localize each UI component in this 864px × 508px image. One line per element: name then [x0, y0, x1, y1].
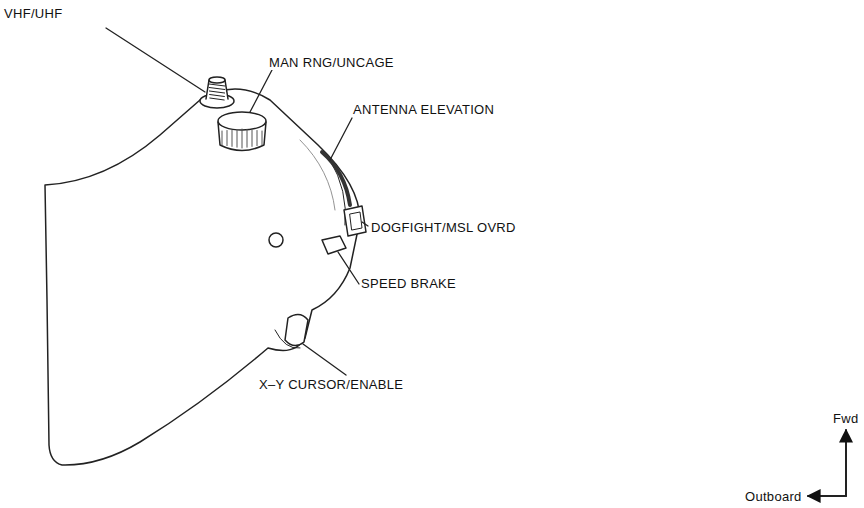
- part-label: DOGFIGHT/MSL OVRD: [370, 220, 517, 235]
- part-label: X–Y CURSOR/ENABLE: [258, 377, 404, 392]
- part-label: VHF/UHF: [3, 6, 63, 21]
- part-label: Fwd: [832, 411, 859, 426]
- part-label: SPEED BRAKE: [360, 276, 457, 291]
- man-rng-knob: [218, 112, 266, 151]
- dogfight-switch: [344, 206, 366, 236]
- part-label: ANTENNA ELEVATION: [352, 102, 495, 117]
- direction-arrows: [808, 430, 846, 496]
- part-label: MAN RNG/UNCAGE: [268, 55, 395, 70]
- grip-body: [45, 89, 360, 465]
- part-label: Outboard: [744, 489, 803, 504]
- cursor-control: [285, 314, 308, 345]
- leader-lines: [106, 28, 368, 375]
- antenna-wheel: [322, 152, 350, 205]
- speed-brake-switch: [322, 236, 346, 254]
